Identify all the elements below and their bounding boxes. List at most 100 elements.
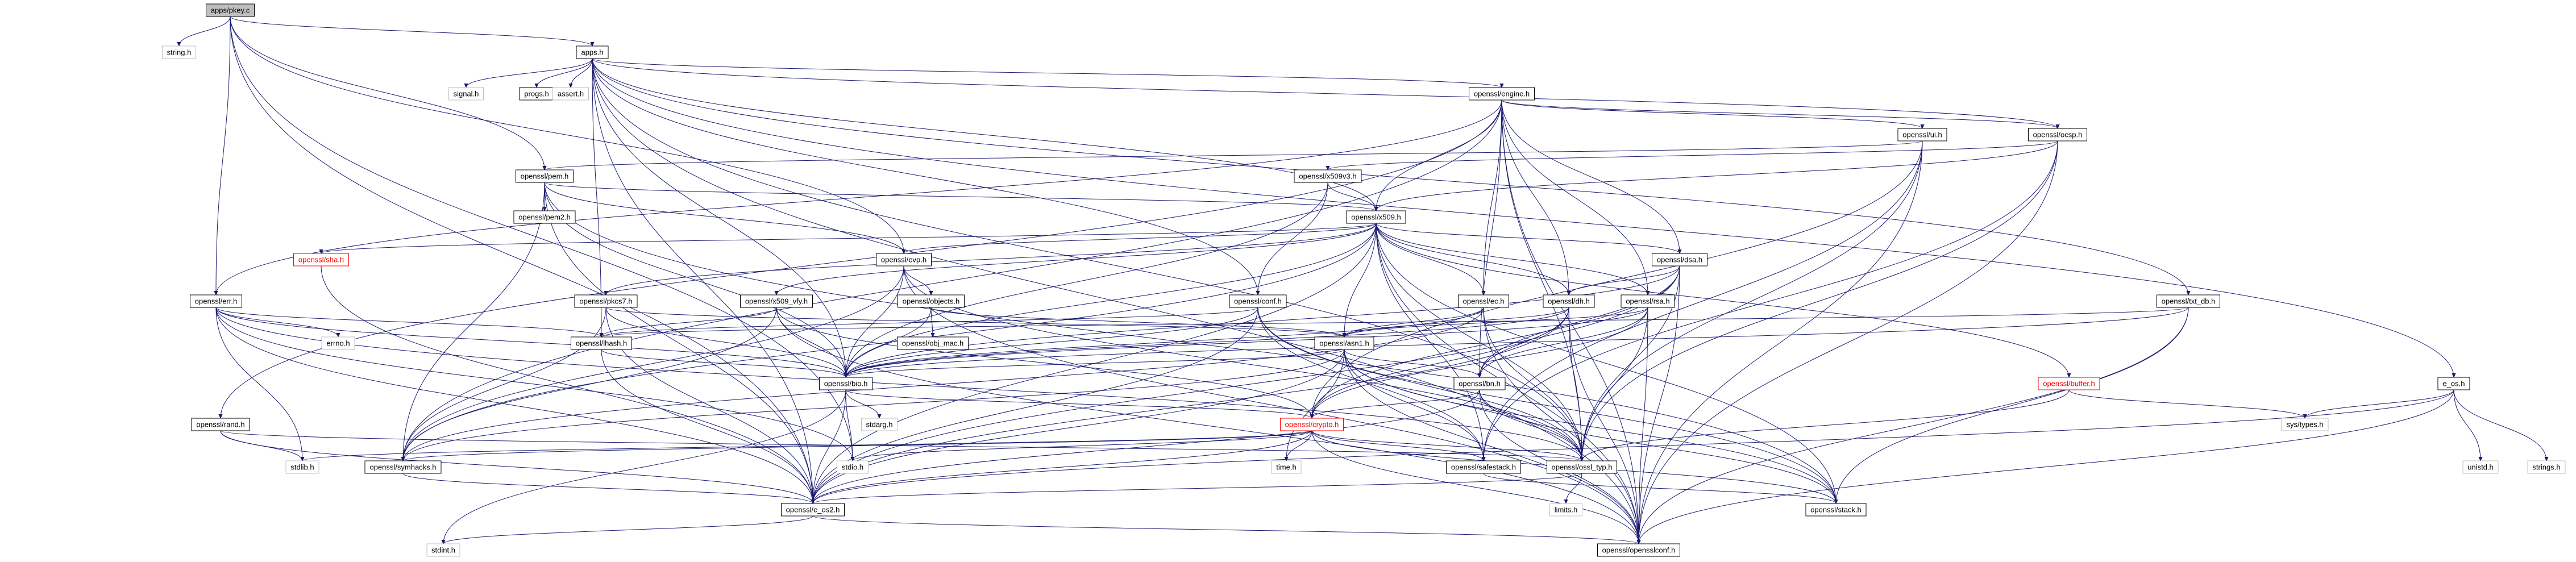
node-stdarg-h[interactable]: stdarg.h — [861, 418, 898, 431]
edge-lhash-h-to-bio-h — [601, 349, 846, 377]
node-ec-h[interactable]: openssl/ec.h — [1458, 294, 1509, 308]
node-ocsp-h[interactable]: openssl/ocsp.h — [2028, 128, 2087, 141]
node-label: openssl/txt_db.h — [2162, 297, 2216, 306]
node-label: errno.h — [326, 339, 350, 348]
node-label: e_os.h — [2442, 380, 2465, 388]
node-engine-h[interactable]: openssl/engine.h — [1469, 87, 1535, 101]
edge-apps-h-to-ossl-typ-h — [592, 58, 1582, 461]
node-conf-h[interactable]: openssl/conf.h — [1229, 294, 1287, 308]
edge-symhacks-h-to-e-os2-h — [402, 473, 813, 503]
node-x509v3-h[interactable]: openssl/x509v3.h — [1294, 169, 1362, 183]
node-label: openssl/symhacks.h — [369, 463, 436, 472]
edge-x509-h-to-ec-h — [1376, 223, 1484, 295]
node-err-h[interactable]: openssl/err.h — [190, 294, 242, 308]
node-objects-h[interactable]: openssl/objects.h — [898, 294, 965, 308]
node-label: openssl/ec.h — [1463, 297, 1505, 306]
node-box — [1469, 87, 1535, 101]
node-opensslconf-h[interactable]: openssl/opensslconf.h — [1597, 543, 1680, 557]
node-apps-h[interactable]: apps.h — [576, 45, 609, 59]
edge-x509-h-to-sha-h — [321, 223, 1377, 253]
node-label: openssl/dsa.h — [1657, 256, 1702, 264]
node-label: openssl/engine.h — [1474, 90, 1530, 98]
node-label: sys/types.h — [2286, 421, 2323, 429]
node-label: unistd.h — [2467, 463, 2494, 472]
node-label: stdint.h — [431, 546, 455, 555]
node-symhacks-h[interactable]: openssl/symhacks.h — [364, 460, 442, 474]
edge-buffer-h-to-sys-types-h — [2068, 389, 2305, 418]
node-label: openssl/bn.h — [1459, 380, 1501, 388]
node-box — [206, 3, 255, 17]
node-assert-h[interactable]: assert.h — [552, 87, 589, 101]
node-signal-h[interactable]: signal.h — [448, 87, 484, 101]
node-safestack-h[interactable]: openssl/safestack.h — [1446, 460, 1521, 474]
node-lhash-h[interactable]: openssl/lhash.h — [571, 336, 632, 350]
node-rsa-h[interactable]: openssl/rsa.h — [1621, 294, 1675, 308]
node-rand-h[interactable]: openssl/rand.h — [191, 418, 250, 431]
edge-dsa-h-to-opensslconf-h — [1639, 265, 1680, 544]
node-sys-types-h[interactable]: sys/types.h — [2281, 418, 2329, 431]
edge-evp-h-to-bio-h — [846, 265, 904, 377]
edge-conf-h-to-ossl-typ-h — [1257, 307, 1582, 461]
node-e-os2-h[interactable]: openssl/e_os2.h — [781, 503, 845, 517]
node-bn-h[interactable]: openssl/bn.h — [1453, 377, 1506, 390]
edge-pem-h-to-symhacks-h — [403, 182, 545, 461]
node-bio-h[interactable]: openssl/bio.h — [819, 377, 872, 390]
edge-apps-h-to-lhash-h — [592, 58, 601, 337]
node-box — [2281, 418, 2329, 431]
node-stdlib-h[interactable]: stdlib.h — [285, 460, 319, 474]
node-stdint-h[interactable]: stdint.h — [426, 543, 460, 557]
node-ui-h[interactable]: openssl/ui.h — [1897, 128, 1947, 141]
edge-bio-h-to-crypto-h — [845, 389, 1312, 418]
edge-pkcs7-h-to-symhacks-h — [403, 307, 606, 461]
node-evp-h[interactable]: openssl/evp.h — [876, 253, 932, 267]
node-pem2-h[interactable]: openssl/pem2.h — [513, 210, 576, 224]
edge-dh-h-to-ossl-typ-h — [1568, 307, 1582, 461]
node-box — [1597, 543, 1680, 557]
edge-apps-h-to-e-os-h — [592, 58, 2454, 377]
edge-asn1-h-to-safestack-h — [1344, 349, 1484, 461]
edge-evp-h-to-symhacks-h — [403, 265, 904, 461]
node-unistd-h[interactable]: unistd.h — [2462, 460, 2499, 474]
node-crypto-h[interactable]: openssl/crypto.h — [1280, 418, 1344, 431]
edge-apps-pkey-to-stdio-h — [230, 16, 853, 461]
node-box — [2437, 377, 2470, 390]
edge-apps-pkey-to-pem-h — [230, 16, 545, 170]
node-limits-h[interactable]: limits.h — [1549, 503, 1582, 517]
node-ossl-typ-h[interactable]: openssl/ossl_typ.h — [1547, 460, 1617, 474]
node-stack-h[interactable]: openssl/stack.h — [1805, 503, 1867, 517]
node-progs-h[interactable]: progs.h — [519, 87, 554, 101]
node-asn1-h[interactable]: openssl/asn1.h — [1314, 336, 1374, 350]
edge-e-os2-h-to-stdint-h — [443, 515, 813, 544]
node-time-h[interactable]: time.h — [1271, 460, 1302, 474]
node-box — [1294, 169, 1362, 183]
node-label: openssl/buffer.h — [2043, 380, 2095, 388]
node-x509-vfy-h[interactable]: openssl/x509_vfy.h — [740, 294, 813, 308]
node-dsa-h[interactable]: openssl/dsa.h — [1652, 253, 1707, 267]
node-box — [837, 460, 869, 474]
node-strings-h[interactable]: strings.h — [2527, 460, 2566, 474]
node-pkcs7-h[interactable]: openssl/pkcs7.h — [574, 294, 638, 308]
node-x509-h[interactable]: openssl/x509.h — [1346, 210, 1406, 224]
node-dh-h[interactable]: openssl/dh.h — [1543, 294, 1595, 308]
edge-engine-h-to-dh-h — [1501, 99, 1569, 295]
edge-apps-h-to-assert-h — [571, 58, 593, 88]
node-buffer-h[interactable]: openssl/buffer.h — [2038, 377, 2100, 390]
node-obj-mac-h[interactable]: openssl/obj_mac.h — [897, 336, 969, 350]
node-apps-pkey[interactable]: apps/pkey.c — [206, 3, 255, 17]
node-sha-h[interactable]: openssl/sha.h — [293, 253, 349, 267]
node-box — [190, 294, 242, 308]
edge-engine-h-to-ossl-typ-h — [1501, 99, 1582, 461]
node-string-h[interactable]: string.h — [162, 45, 196, 59]
edge-e-os2-h-to-opensslconf-h — [812, 515, 1639, 544]
edge-x509-h-to-pkcs7-h — [606, 223, 1377, 295]
node-errno-h[interactable]: errno.h — [321, 336, 355, 350]
node-pem-h[interactable]: openssl/pem.h — [516, 169, 574, 183]
node-label: openssl/conf.h — [1234, 297, 1282, 306]
node-e-os-h[interactable]: e_os.h — [2437, 377, 2470, 390]
edge-txt-db-h-to-lhash-h — [601, 307, 2189, 337]
node-box — [571, 336, 632, 350]
node-box — [285, 460, 319, 474]
node-stdio-h[interactable]: stdio.h — [837, 460, 869, 474]
edge-bio-h-to-stdio-h — [845, 389, 853, 461]
node-txt-db-h[interactable]: openssl/txt_db.h — [2157, 294, 2220, 308]
